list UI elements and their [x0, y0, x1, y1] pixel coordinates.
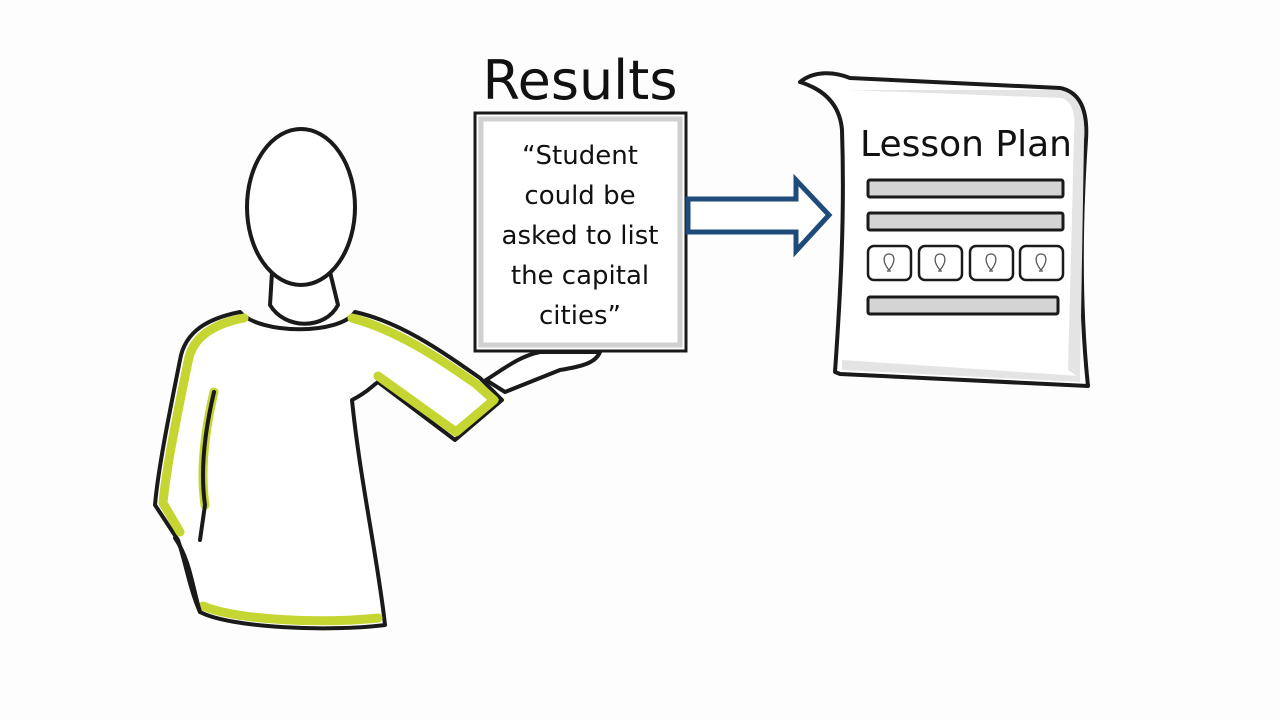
- content-bar: [866, 178, 1065, 199]
- neck: [268, 270, 340, 326]
- quote-line-1: “Student: [522, 141, 638, 171]
- quote-line-2: could be: [524, 181, 635, 211]
- head: [245, 127, 357, 287]
- person-figure: [153, 127, 602, 631]
- right-arrow-icon: [685, 173, 833, 258]
- hand: [484, 350, 602, 394]
- results-board: Results “Student could be asked to list …: [473, 49, 688, 353]
- content-bar: [866, 211, 1065, 232]
- content-bar: [866, 295, 1060, 316]
- lesson-plan-title: Lesson Plan: [860, 124, 1072, 165]
- quote-line-3: asked to list: [502, 221, 659, 251]
- results-title: Results: [483, 49, 678, 112]
- quote-line-5: cities”: [539, 301, 621, 331]
- shirt: [153, 310, 504, 631]
- quote-line-4: the capital: [511, 261, 649, 291]
- shirt-trim: [158, 313, 499, 626]
- lesson-plan-document: Lesson Plan: [798, 71, 1090, 388]
- lightbulb-icon: [883, 253, 1047, 272]
